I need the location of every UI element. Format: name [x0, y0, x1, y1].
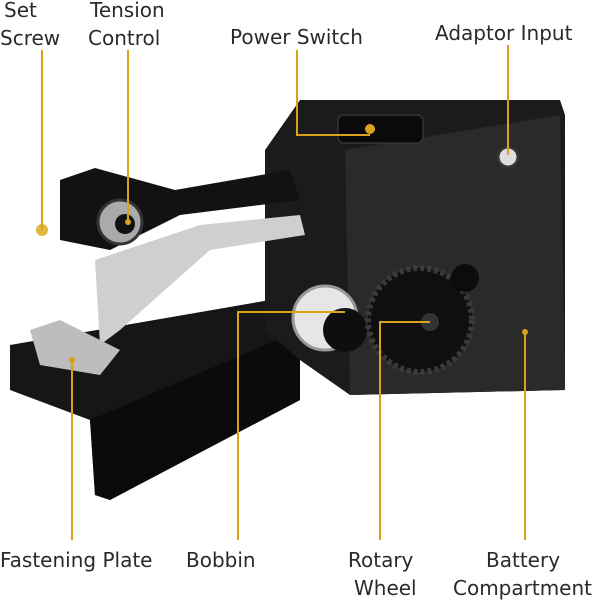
label-rotary: Rotary	[348, 548, 414, 572]
button-knob	[451, 264, 479, 292]
label-compartment: Compartment	[453, 576, 593, 600]
leader-rotary-wheel	[379, 321, 430, 540]
tension-knob-center	[115, 214, 135, 234]
leader-lines	[41, 45, 526, 540]
label-tension: Tension	[90, 0, 165, 22]
label-wheel: Wheel	[354, 576, 417, 600]
rotary-wheel	[365, 265, 475, 375]
bobbin-cover	[323, 308, 367, 352]
base-side	[90, 330, 300, 500]
leader-bobbin	[237, 311, 345, 540]
label-bobbin: Bobbin	[186, 548, 256, 572]
leader-dots	[69, 219, 528, 363]
leader-power-switch	[296, 50, 370, 136]
label-control: Control	[88, 26, 161, 50]
power-switch	[337, 114, 424, 144]
label-screw: Screw	[0, 26, 61, 50]
label-set: Set	[4, 0, 37, 22]
power-switch-dot	[365, 124, 375, 134]
label-fastening-plate: Fastening Plate	[0, 548, 153, 572]
label-power-switch: Power Switch	[230, 25, 363, 49]
label-adaptor-input: Adaptor Input	[435, 21, 573, 45]
fastening-plate-metal	[30, 320, 120, 375]
label-battery: Battery	[486, 548, 561, 572]
metal-presser	[95, 215, 305, 345]
